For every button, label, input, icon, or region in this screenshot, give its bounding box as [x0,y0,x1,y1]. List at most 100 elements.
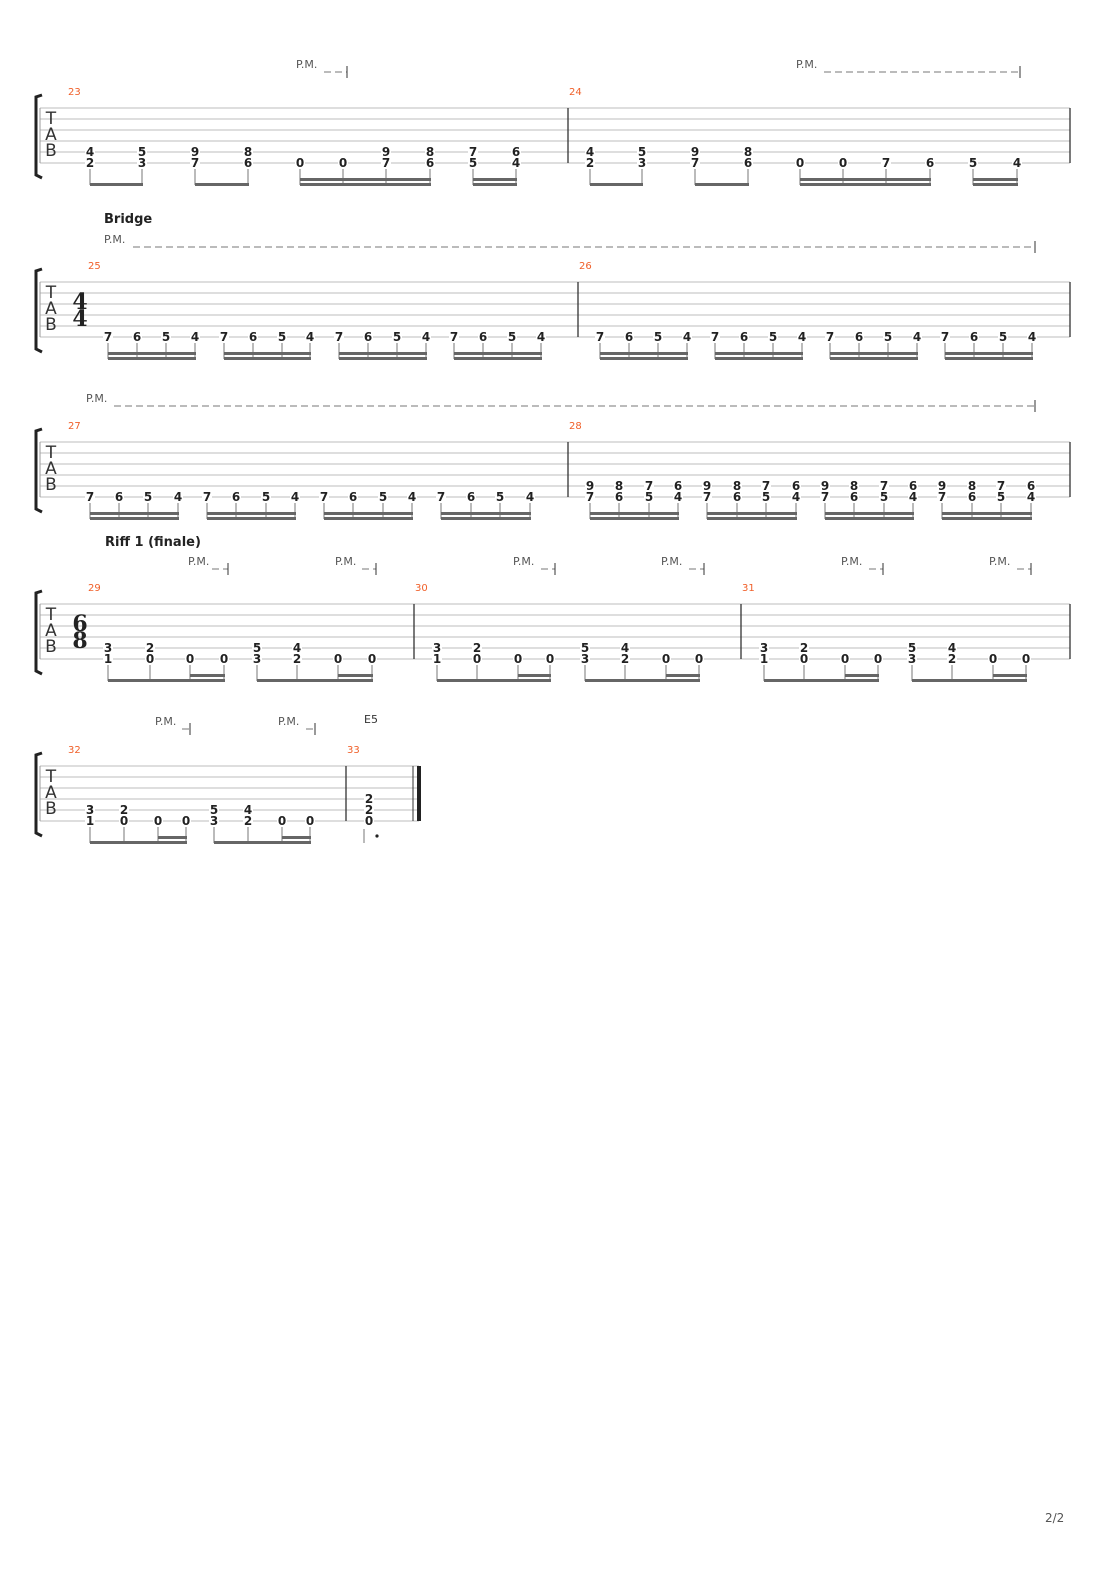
fret-number: 3 [210,814,218,828]
beat: 7 [881,156,891,170]
fret-number: 6 [1027,479,1035,493]
beam-sixteenth [825,512,914,515]
tab-clef-letter: B [45,637,57,657]
fret-mask [820,481,830,491]
fret-mask [348,492,358,502]
fret-mask [231,492,241,502]
fret-mask [759,643,769,653]
fret-mask [472,654,482,664]
beat: 0 [185,652,195,666]
fret-number: 4 [683,330,691,344]
fret-mask [908,492,918,502]
fret-mask [243,805,253,815]
fret-mask [425,158,435,168]
palm-mute-marking: P.M. [335,555,377,575]
measure-number: 26 [579,261,592,272]
beat: 97 [820,479,830,504]
fret-number: 5 [144,490,152,504]
fret-number: 5 [769,330,777,344]
tab-clef-letter: T [45,109,57,129]
fret-mask [381,147,391,157]
fret-number: 7 [938,490,946,504]
fret-mask [511,147,521,157]
tab-clef-letter: T [45,767,57,787]
fret-number: 7 [826,330,834,344]
fret-mask [392,332,402,342]
beat: 42 [85,145,95,170]
beat: 0 [153,814,163,828]
fret-mask [190,147,200,157]
fret-number: 7 [586,490,594,504]
fret-number: 2 [293,652,301,666]
beat: 97 [585,479,595,504]
fret-number: 3 [908,652,916,666]
fret-mask [478,332,488,342]
beat: 6 [969,330,979,344]
system-bracket [34,589,43,676]
beat: 4 [305,330,315,344]
fret-mask [791,492,801,502]
fret-number: 7 [691,156,699,170]
palm-mute-marking: P.M. [188,555,229,575]
beat: 0 [1021,652,1031,666]
fret-mask [585,147,595,157]
fret-mask [472,643,482,653]
beat: 53 [580,641,590,666]
beat: 4 [1027,330,1037,344]
beat: 7 [334,330,344,344]
beat: 6 [466,490,476,504]
beat: 53 [637,145,647,170]
fret-number: 5 [379,490,387,504]
measure-number: 23 [68,87,81,98]
fret-mask [209,816,219,826]
fret-mask [797,332,807,342]
beat: 53 [137,145,147,170]
beat: 86 [849,479,859,504]
palm-mute-marking: P.M. [661,555,705,575]
beat: 42 [292,641,302,666]
fret-mask [466,492,476,502]
fret-number: 9 [586,479,594,493]
beat: 6 [624,330,634,344]
beam-sixteenth [973,183,1018,186]
fret-mask [907,643,917,653]
fret-number: 3 [138,156,146,170]
palm-mute-label: P.M. [104,233,125,246]
fret-number: 0 [306,814,314,828]
beam-sixteenth [845,679,879,682]
fret-number: 6 [364,330,372,344]
fret-number: 6 [615,490,623,504]
beat: 6 [854,330,864,344]
fret-number: 7 [821,490,829,504]
fret-number: 7 [382,156,390,170]
beat: 6 [925,156,935,170]
beam-sixteenth [282,841,311,844]
beat: 4 [407,490,417,504]
fret-mask [525,492,535,502]
beat: 97 [937,479,947,504]
beam-eighth [764,679,879,682]
fret-mask [682,332,692,342]
fret-mask [145,654,155,664]
fret-mask [468,158,478,168]
fret-number: 5 [162,330,170,344]
fret-mask [637,147,647,157]
fret-mask [1021,654,1031,664]
palm-mute-marking: P.M. [796,58,1021,78]
fret-mask [849,481,859,491]
beam-sixteenth [590,512,679,515]
fret-mask [702,481,712,491]
fret-number: 5 [496,490,504,504]
palm-mute-marking: P.M. [86,392,1036,412]
fret-number: 5 [654,330,662,344]
beat: 20 [472,641,482,666]
measure-number: 29 [88,583,101,594]
palm-mute-marking: P.M. [104,233,1036,253]
beat: 7 [940,330,950,344]
beat: 86 [243,145,253,170]
fret-mask [614,492,624,502]
fret-number: 8 [744,145,752,159]
